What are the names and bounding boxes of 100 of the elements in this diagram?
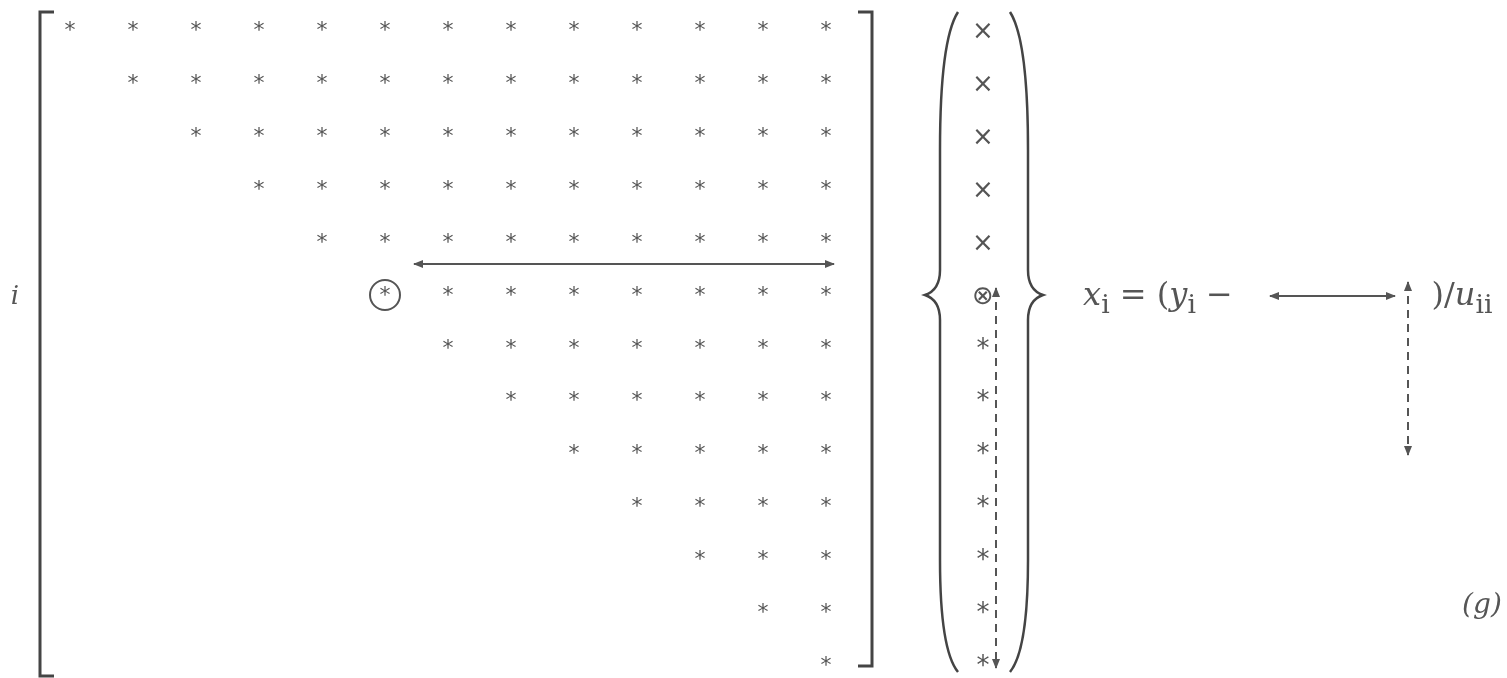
matrix-entry: * (190, 71, 202, 94)
matrix-entry: * (253, 71, 265, 94)
matrix-entry: * (820, 230, 832, 253)
matrix-entry: * (379, 71, 391, 94)
matrix-entry: * (505, 389, 517, 412)
row-index-label: i (10, 281, 20, 308)
matrix-entry: * (379, 124, 391, 147)
matrix-entry: * (631, 177, 643, 200)
matrix-entry: * (379, 19, 391, 41)
matrix-entry: * (631, 389, 643, 412)
matrix-entry: * (253, 19, 265, 41)
vector-entry: * (976, 546, 990, 573)
matrix-entry: * (694, 442, 706, 465)
matrix-entry: * (505, 283, 517, 306)
formula-text: x$_{i}$ = (y$_{i}$ − (1083, 278, 1233, 318)
matrix-entry: * (568, 71, 580, 94)
matrix-entry: * (820, 601, 832, 624)
matrix-entry: * (190, 19, 202, 41)
matrix-entry: * (757, 230, 769, 253)
matrix-entry: * (379, 177, 391, 200)
matrix-entry: * (568, 389, 580, 412)
matrix-entry: * (757, 442, 769, 465)
matrix-entry: * (820, 177, 832, 200)
vector-entry: * (976, 440, 990, 467)
vector-entry: ⊗ (972, 281, 994, 308)
matrix-entry: * (316, 71, 328, 94)
matrix-entry: * (694, 495, 706, 518)
matrix-entry: * (757, 19, 769, 41)
matrix-entry: * (316, 124, 328, 147)
vector-entry: * (976, 334, 990, 361)
matrix-entry: * (694, 19, 706, 41)
matrix-entry: * (820, 124, 832, 147)
matrix-entry: * (820, 283, 832, 306)
matrix-entry: * (505, 124, 517, 147)
matrix-entry: * (757, 283, 769, 306)
matrix-entry: * (190, 124, 202, 147)
matrix-entry: * (64, 19, 76, 41)
matrix-entry: * (631, 283, 643, 306)
vector-entry: × (972, 175, 994, 202)
matrix-entry: * (820, 71, 832, 94)
matrix-entry: * (316, 230, 328, 253)
matrix-entry: * (694, 336, 706, 359)
matrix-entry: * (568, 19, 580, 41)
matrix-entry: * (127, 19, 139, 41)
matrix-entry: * (253, 124, 265, 147)
matrix-entry: * (568, 124, 580, 147)
matrix-entry: * (820, 442, 832, 465)
vector-entry: * (976, 493, 990, 520)
vector-entry: * (976, 652, 990, 678)
vector-entry: × (972, 69, 994, 96)
matrix-entry: * (694, 548, 706, 571)
matrix-entry: * (127, 71, 139, 94)
matrix-entry: * (757, 177, 769, 200)
matrix-entry: * (757, 601, 769, 624)
matrix-entry: * (568, 177, 580, 200)
matrix-entry: * (820, 654, 832, 676)
matrix-entry: * (820, 19, 832, 41)
matrix-entry: * (568, 283, 580, 306)
matrix-entry: * (631, 336, 643, 359)
vector-entry: * (976, 599, 990, 626)
matrix-entry: * (757, 389, 769, 412)
matrix-entry: * (631, 442, 643, 465)
matrix-entry: * (820, 336, 832, 359)
matrix-entry: * (631, 19, 643, 41)
matrix-entry: * (568, 230, 580, 253)
matrix-entry: * (694, 389, 706, 412)
matrix-entry: * (379, 230, 391, 253)
matrix-entry: * (253, 177, 265, 200)
matrix-entry: * (820, 495, 832, 518)
matrix-entry: * (505, 230, 517, 253)
matrix-entry: * (316, 19, 328, 41)
matrix-entry: * (505, 336, 517, 359)
vector-entry: × (972, 17, 994, 43)
vector-entry: × (972, 122, 994, 149)
vector-entry: × (972, 228, 994, 255)
matrix-entry: * (694, 124, 706, 147)
matrix-entry: * (757, 124, 769, 147)
matrix-entry: * (757, 548, 769, 571)
matrix-entry: * (694, 177, 706, 200)
matrix-entry: * (820, 389, 832, 412)
matrix-entry: * (316, 177, 328, 200)
matrix-entry: * (631, 71, 643, 94)
matrix-entry: * (442, 177, 454, 200)
matrix-entry: * (442, 230, 454, 253)
matrix-entry: * (568, 442, 580, 465)
matrix-entry: * (505, 177, 517, 200)
matrix-entry: * (568, 336, 580, 359)
formula-text: )/u$_{ii}$ (1431, 278, 1493, 318)
panel-label: (g) (1462, 590, 1502, 618)
matrix-entry: * (631, 230, 643, 253)
matrix-entry: * (694, 283, 706, 306)
matrix-entry: * (694, 71, 706, 94)
matrix-entry: * (442, 19, 454, 41)
matrix-entry: * (442, 283, 454, 306)
matrix-entry: * (694, 230, 706, 253)
matrix-entry: * (757, 336, 769, 359)
circled-entry: * (369, 278, 401, 311)
matrix-entry: * (820, 548, 832, 571)
matrix-entry: * (442, 336, 454, 359)
matrix-entry: * (442, 71, 454, 94)
